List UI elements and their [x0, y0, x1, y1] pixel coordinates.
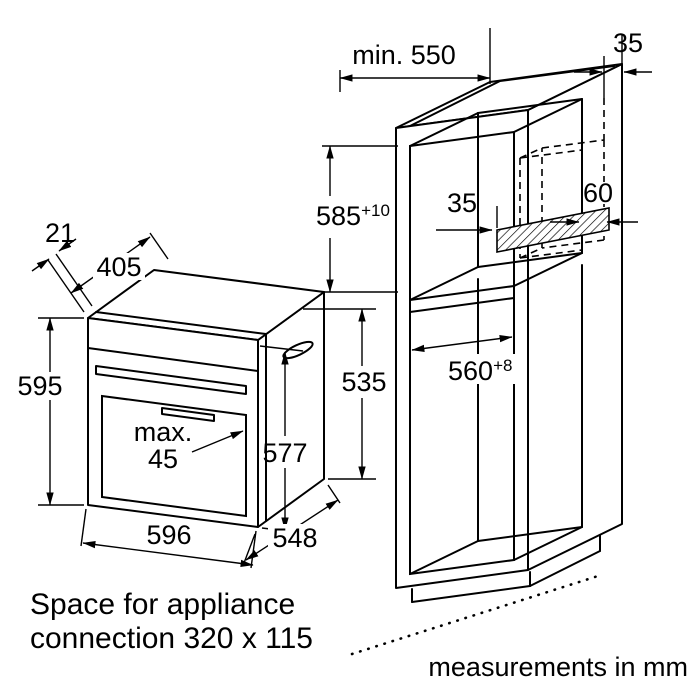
- note-connection-space: Space for appliance connection 320 x 115: [30, 574, 600, 656]
- note-line1: Space for appliance: [30, 588, 295, 621]
- dimension-max-45: max. 45: [134, 417, 244, 474]
- dim-595-label: 595: [17, 371, 62, 401]
- dimension-585: 585+10: [316, 145, 398, 293]
- dimension-596: 596: [80, 508, 257, 569]
- dim-35-top-label: 35: [613, 28, 643, 58]
- dimension-60: 60: [550, 178, 638, 226]
- dimension-595: 595: [17, 317, 84, 506]
- oven-body: [87, 269, 325, 528]
- dimension-35-top: 35: [574, 28, 652, 98]
- dim-577-label: 577: [262, 438, 307, 468]
- dim-max-45-label-line1: max.: [134, 417, 193, 447]
- note-line2: connection 320 x 115: [30, 622, 313, 655]
- oven-door-handle: [95, 365, 247, 395]
- cabinet-base: [411, 534, 601, 603]
- dim-548-label: 548: [272, 523, 317, 553]
- dim-596-label: 596: [146, 520, 191, 550]
- dim-535-label: 535: [341, 367, 386, 397]
- dimension-min-550: min. 550: [339, 28, 491, 92]
- dim-60-label: 60: [583, 178, 613, 208]
- cabinet-drawing: min. 550 35 585+10 35: [316, 28, 652, 603]
- dim-min-550-label: min. 550: [352, 40, 456, 70]
- cabinet-body: [395, 63, 623, 589]
- dimension-560: 560+8: [411, 334, 520, 386]
- units-label: measurements in mm: [428, 652, 688, 682]
- dim-405-label: 405: [96, 252, 141, 282]
- dim-35-inner-label: 35: [447, 188, 477, 218]
- leader-dotted-line: [350, 574, 600, 656]
- dim-max-45-label-line2: 45: [148, 444, 178, 474]
- dimension-535: 535: [303, 308, 387, 480]
- connection-area-hatch: [496, 206, 610, 253]
- dim-585-label: 585+10: [316, 201, 390, 231]
- dimension-21: 21: [31, 218, 93, 313]
- oven-drawing: 21 405 595 max. 45 577: [17, 218, 387, 569]
- dimension-577: 577: [259, 345, 308, 534]
- dimension-35-inner: 35: [436, 188, 493, 234]
- dim-21-label: 21: [45, 218, 75, 248]
- dimension-548: 548: [243, 484, 341, 564]
- dimension-405: 405: [70, 232, 169, 294]
- dim-560-label: 560+8: [448, 356, 512, 386]
